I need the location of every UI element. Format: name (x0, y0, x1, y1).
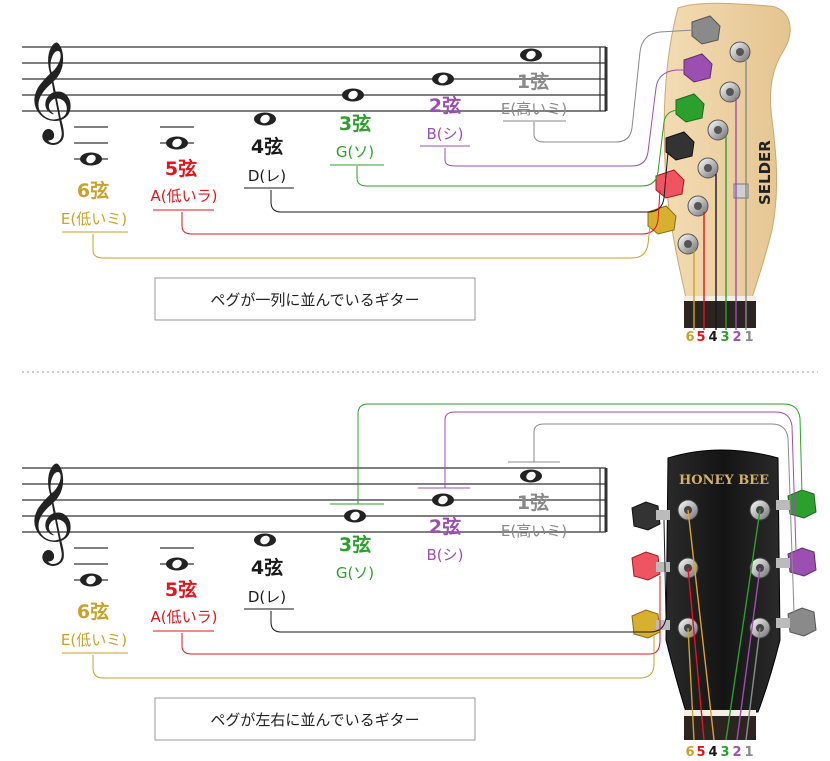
treble-clef-icon: 𝄞 (24, 462, 75, 566)
string-number: 1 (744, 330, 753, 345)
note-3-label: G(ソ) (336, 143, 374, 161)
string-number: 2 (732, 745, 741, 760)
string-3-label: 3弦 (339, 533, 371, 556)
headstock-brand-top: SELDER (756, 140, 774, 205)
string-2-label: 2弦 (429, 515, 461, 538)
string-number: 6 (685, 745, 694, 760)
note-2-label: B(シ) (427, 125, 464, 143)
string-5-label: 5弦 (165, 578, 197, 601)
headstock-inline: SELDER (663, 2, 791, 328)
string-number: 3 (720, 745, 729, 760)
string-1-label: 1弦 (517, 491, 549, 514)
note-2-label: B(シ) (427, 546, 464, 564)
staff-top (22, 46, 608, 160)
note-5-label: A(低いラ) (151, 187, 218, 205)
string-numbers-bottom: 6 5 4 3 2 1 (685, 745, 753, 760)
section-top: 𝄞 1弦 E(高いミ) 2弦 B(シ) 3弦 G(ソ) 4弦 (22, 2, 791, 345)
strings-3x3 (687, 509, 761, 741)
string-6-label: 6弦 (77, 600, 109, 623)
connectors-bottom (92, 403, 803, 679)
caption-top: ペグが一列に並んでいるギター (210, 291, 419, 309)
headstock-3x3: HONEY BEE (665, 449, 781, 740)
string-2-label: 2弦 (429, 94, 461, 117)
string-number: 4 (708, 330, 717, 345)
string-number: 6 (685, 330, 694, 345)
note-1-label: E(高いミ) (501, 100, 567, 118)
treble-clef-icon: 𝄞 (24, 41, 75, 145)
string-3-label: 3弦 (339, 112, 371, 135)
note-6-label: E(低いミ) (61, 210, 127, 228)
string-6-label: 6弦 (77, 179, 109, 202)
staff-bottom (22, 467, 608, 581)
caption-bottom: ペグが左右に並んでいるギター (210, 711, 419, 729)
string-5-label: 5弦 (165, 157, 197, 180)
note-4-label: D(レ) (248, 167, 286, 185)
string-4-label: 4弦 (251, 556, 283, 579)
note-4-label: D(レ) (248, 588, 286, 606)
string-number: 2 (732, 330, 741, 345)
string-1-label: 1弦 (517, 70, 549, 93)
note-3-label: G(ソ) (336, 564, 374, 582)
string-number: 3 (720, 330, 729, 345)
string-number: 4 (708, 745, 717, 760)
note-1-label: E(高いミ) (501, 522, 567, 540)
section-bottom: 𝄞 1弦 E(高いミ) 2弦 B(シ) 3弦 G(ソ) 4弦 D(レ) 5弦 (22, 403, 817, 760)
note-5-label: A(低いラ) (151, 608, 218, 626)
string-number: 1 (744, 745, 753, 760)
headstock-brand-bottom: HONEY BEE (679, 473, 769, 488)
note-heads-top (80, 48, 542, 166)
string-number: 5 (696, 330, 705, 345)
string-number: 5 (696, 745, 705, 760)
string-numbers-top: 6 5 4 3 2 1 (685, 330, 753, 345)
note-6-label: E(低いミ) (61, 631, 127, 649)
strings-inline (693, 58, 747, 330)
tuners-3x3 (631, 489, 817, 639)
connectors-top (92, 29, 695, 259)
tuners-inline (647, 15, 751, 255)
string-4-label: 4弦 (251, 135, 283, 158)
note-heads-bottom (80, 469, 542, 587)
